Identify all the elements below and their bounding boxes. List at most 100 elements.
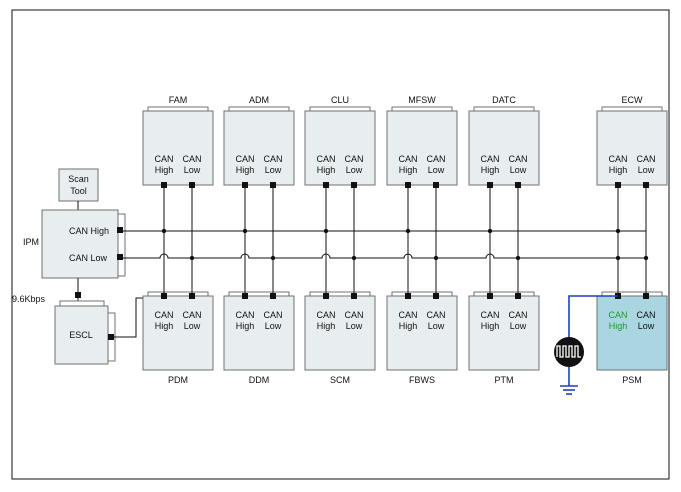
module-adm-can-low-label: Low xyxy=(265,165,282,175)
module-pdm-name: PDM xyxy=(168,375,188,385)
escl-module: ESCL xyxy=(54,300,116,365)
junction-dot xyxy=(242,228,248,234)
scan-tool-module: Scan Tool xyxy=(58,168,99,202)
can-bus-layer xyxy=(123,185,649,296)
module-clu-name: CLU xyxy=(331,95,349,105)
module-ddm-can-high-label: High xyxy=(236,321,255,331)
module-psm-can-high-label: CAN xyxy=(608,310,627,320)
module-pdm-can-high-label: High xyxy=(155,321,174,331)
junction-dot xyxy=(323,228,329,234)
lin-speed-label: 9.6Kbps xyxy=(12,294,46,304)
escl-lin-pin xyxy=(108,334,114,340)
module-fbws-can-low-label: Low xyxy=(428,321,445,331)
ipm-can-high-label: CAN High xyxy=(69,226,109,236)
module-clu-can-high-label: High xyxy=(317,165,336,175)
module-scm-can-low-label: Low xyxy=(346,321,363,331)
ipm-module: IPM CAN High CAN Low xyxy=(23,209,126,279)
module-mfsw-can-low-label: CAN xyxy=(426,154,445,164)
module-ecw-can-high-label: High xyxy=(609,165,628,175)
ground-icon xyxy=(560,385,578,395)
ipm-lin-pin xyxy=(75,292,81,298)
module-pdm-can-low-label: Low xyxy=(184,321,201,331)
ipm-can-low-label: CAN Low xyxy=(69,253,108,263)
junction-dot xyxy=(161,228,167,234)
module-ddm-can-low-label: CAN xyxy=(263,310,282,320)
module-fbws-can-high-label: CAN xyxy=(398,310,417,320)
module-fam-name: FAM xyxy=(169,95,188,105)
module-datc-can-low-label: Low xyxy=(510,165,527,175)
module-scm-can-high-label: CAN xyxy=(316,310,335,320)
module-psm-can-low-label: CAN xyxy=(636,310,655,320)
junction-dot xyxy=(433,255,439,261)
module-psm-can-high-label: High xyxy=(609,321,628,331)
module-layer: FAMCANHighCANLowADMCANHighCANLowCLUCANHi… xyxy=(142,95,668,385)
module-scm-can-high-label: High xyxy=(317,321,336,331)
module-psm-name: PSM xyxy=(622,375,642,385)
module-adm-can-high-label: High xyxy=(236,165,255,175)
module-ptm-can-low-label: CAN xyxy=(508,310,527,320)
diagram-frame xyxy=(11,9,670,480)
junction-dot xyxy=(351,255,357,261)
module-ddm-can-high-label: CAN xyxy=(235,310,254,320)
module-datc-name: DATC xyxy=(492,95,516,105)
scan-tool-label-line1: Scan xyxy=(68,174,89,184)
module-ecw-can-low-label: Low xyxy=(638,165,655,175)
module-ptm-can-high-label: CAN xyxy=(480,310,499,320)
scan-tool-label-line2: Tool xyxy=(70,186,87,196)
junction-dot xyxy=(643,255,649,261)
module-fam-can-high-label: High xyxy=(155,165,174,175)
module-adm-can-high-label: CAN xyxy=(235,154,254,164)
module-fbws-name: FBWS xyxy=(409,375,435,385)
ipm-can-low-pin xyxy=(117,254,123,260)
module-pdm-can-high-label: CAN xyxy=(154,310,173,320)
module-ecw-can-high-label: CAN xyxy=(608,154,627,164)
module-datc-can-low-label: CAN xyxy=(508,154,527,164)
junction-dot xyxy=(270,255,276,261)
module-clu-can-low-label: Low xyxy=(346,165,363,175)
ipm-can-high-pin xyxy=(117,227,123,233)
module-adm-name: ADM xyxy=(249,95,269,105)
module-datc-can-high-label: CAN xyxy=(480,154,499,164)
module-ddm-can-low-label: Low xyxy=(265,321,282,331)
module-datc-can-high-label: High xyxy=(481,165,500,175)
junction-dot xyxy=(615,228,621,234)
module-ddm-name: DDM xyxy=(249,375,270,385)
module-scm-can-low-label: CAN xyxy=(344,310,363,320)
junction-dot xyxy=(515,255,521,261)
module-pdm-can-low-label: CAN xyxy=(182,310,201,320)
ipm-label: IPM xyxy=(23,237,39,247)
can-low-bus-line xyxy=(123,253,646,259)
module-mfsw-name: MFSW xyxy=(408,95,436,105)
junction-dot xyxy=(615,255,621,261)
module-fam-can-high-label: CAN xyxy=(154,154,173,164)
module-fbws-can-high-label: High xyxy=(399,321,418,331)
oscilloscope-probe-icon xyxy=(554,295,618,386)
module-ptm-can-high-label: High xyxy=(481,321,500,331)
module-ptm-can-low-label: Low xyxy=(510,321,527,331)
module-ecw-name: ECW xyxy=(622,95,644,105)
module-mfsw-can-low-label: Low xyxy=(428,165,445,175)
module-clu-can-high-label: CAN xyxy=(316,154,335,164)
module-adm-can-low-label: CAN xyxy=(263,154,282,164)
module-mfsw-can-high-label: High xyxy=(399,165,418,175)
module-clu-can-low-label: CAN xyxy=(344,154,363,164)
module-fam-can-low-label: Low xyxy=(184,165,201,175)
junction-dot xyxy=(405,228,411,234)
module-scm-name: SCM xyxy=(330,375,350,385)
junction-dot xyxy=(487,228,493,234)
module-fam-can-low-label: CAN xyxy=(182,154,201,164)
module-fbws-can-low-label: CAN xyxy=(426,310,445,320)
junction-dot xyxy=(189,255,195,261)
